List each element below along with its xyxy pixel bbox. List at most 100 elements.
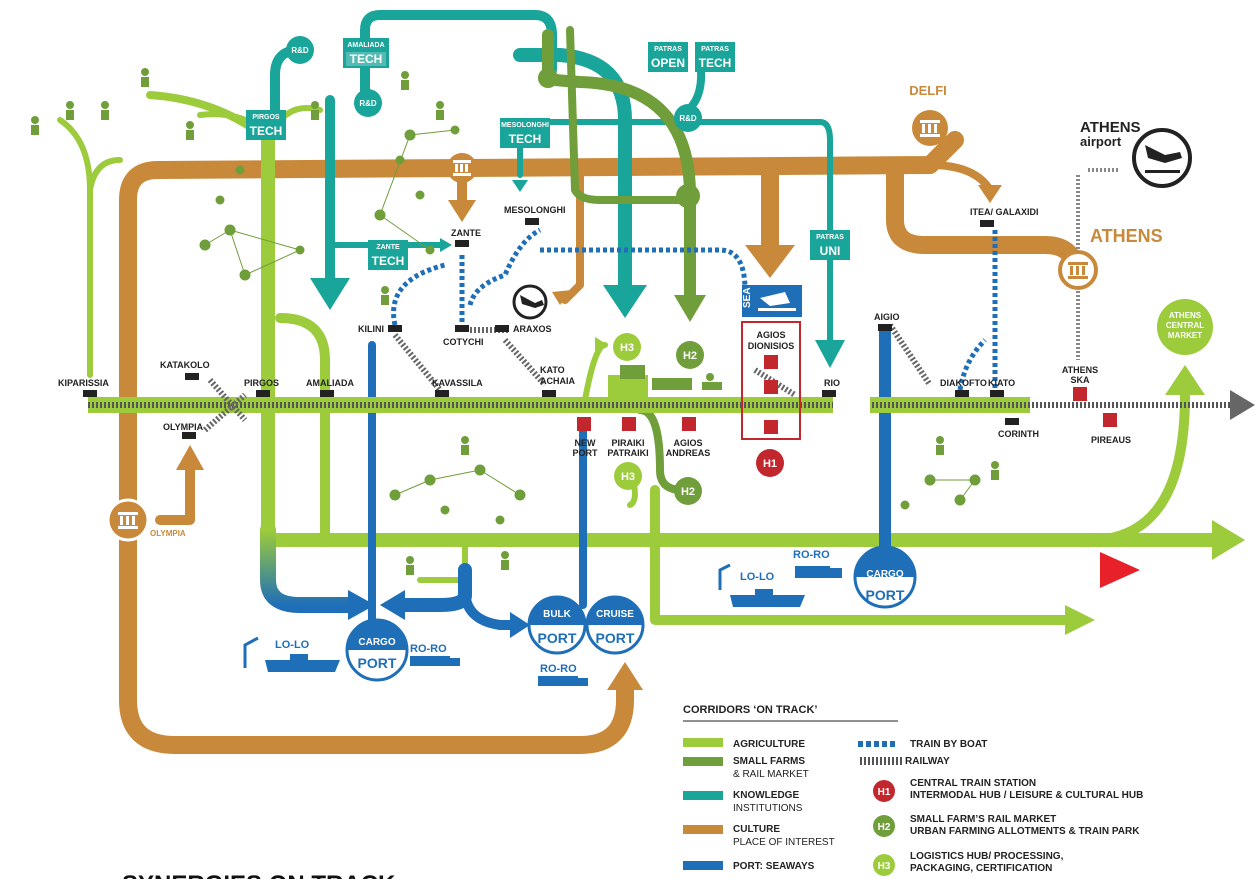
- svg-text:CENTRAL: CENTRAL: [1166, 321, 1204, 330]
- railway: [88, 168, 1255, 433]
- farmer-icon: [436, 101, 444, 120]
- svg-text:RO-RO: RO-RO: [410, 643, 447, 655]
- ship-icon: [265, 589, 805, 672]
- svg-text:R&D: R&D: [291, 46, 309, 55]
- svg-text:CARGO: CARGO: [866, 569, 903, 580]
- farmer-icon: [401, 71, 409, 90]
- svg-text:AGRICULTURE: AGRICULTURE: [733, 739, 805, 750]
- mesolonghi-tech-tag: [500, 118, 550, 148]
- museum-icon: [1058, 250, 1098, 290]
- station-cotychi: COTYCHI: [443, 337, 484, 347]
- farmer-icon: [141, 68, 149, 87]
- svg-text:ATHENS: ATHENS: [1080, 119, 1141, 136]
- station-agios-andreas-1: AGIOS: [673, 438, 702, 448]
- museum-icon: [447, 153, 477, 183]
- svg-text:PATRAS: PATRAS: [816, 234, 844, 241]
- station-new-port-1: NEW: [575, 438, 597, 448]
- node-dot: [676, 184, 700, 208]
- svg-text:CULTURE: CULTURE: [733, 824, 780, 835]
- svg-text:PACKAGING, CERTIFICATION: PACKAGING, CERTIFICATION: [910, 863, 1052, 874]
- airport-icon: [1132, 128, 1192, 188]
- farmer-icon: [406, 556, 414, 575]
- agriculture-arrowheads: [595, 337, 1245, 635]
- station-athens-ska-2: SKA: [1070, 375, 1090, 385]
- svg-text:BULK: BULK: [543, 609, 572, 620]
- knowledge-arrowheads: [310, 180, 845, 368]
- port-markers: [577, 355, 1117, 434]
- farmer-icon: [702, 373, 722, 390]
- seaways-arrowheads: [348, 590, 530, 638]
- farmer-icon: [66, 101, 74, 120]
- h1-badge: [756, 449, 784, 477]
- svg-text:R&D: R&D: [359, 99, 377, 108]
- page-title: SYNERGIES ON TRACK: [122, 871, 396, 879]
- svg-text:PLACE OF INTEREST: PLACE OF INTEREST: [733, 837, 835, 848]
- place-delfi: DELFI: [909, 83, 947, 98]
- svg-text:H3: H3: [878, 861, 891, 872]
- airport-icon: [758, 292, 796, 311]
- bulk-port: BULK PORT: [527, 595, 587, 655]
- svg-text:OPEN: OPEN: [651, 56, 685, 70]
- station-rio: RIO: [824, 378, 840, 388]
- culture-places: DELFI ATHENS OLYMPIA: [106, 83, 1163, 542]
- museum-icon: [106, 498, 150, 542]
- svg-text:RAILWAY: RAILWAY: [905, 756, 950, 767]
- svg-text:RO-RO: RO-RO: [793, 549, 830, 561]
- cargo-port-aigio: CARGO PORT: [853, 545, 917, 609]
- svg-text:SMALL FARM’S RAIL MARKET: SMALL FARM’S RAIL MARKET: [910, 814, 1056, 825]
- station-piraiki-2: PATRAIKI: [607, 448, 648, 458]
- svg-text:RO-RO: RO-RO: [540, 663, 577, 675]
- svg-text:& RAIL MARKET: & RAIL MARKET: [733, 769, 809, 780]
- hub-badges: H3 H2 H3 H2 H1: [613, 333, 784, 505]
- svg-text:R&D: R&D: [679, 114, 697, 123]
- station-markers: [83, 218, 1019, 439]
- train-by-boat-lines: [391, 227, 998, 391]
- farm-network: [199, 125, 981, 525]
- station-agios-dionisios-1: AGIOS: [756, 330, 785, 340]
- svg-text:MESOLONGHI: MESOLONGHI: [501, 122, 549, 129]
- svg-text:CARGO: CARGO: [358, 637, 395, 648]
- h3-badge: [613, 333, 641, 361]
- museum-icon: [912, 110, 948, 146]
- sea-ferry-badge: SEA: [742, 285, 802, 317]
- svg-text:INTERMODAL HUB / LEISURE & CUL: INTERMODAL HUB / LEISURE & CULTURAL HUB: [910, 790, 1143, 801]
- svg-text:H3: H3: [620, 342, 634, 354]
- svg-text:H1: H1: [763, 458, 777, 470]
- station-mesolonghi: MESOLONGHI: [504, 205, 566, 215]
- svg-text:airport: airport: [1080, 134, 1122, 149]
- svg-text:H2: H2: [878, 822, 891, 833]
- station-kiparissia: KIPARISSIA: [58, 378, 109, 388]
- cruise-port: CRUISE PORT: [585, 595, 645, 655]
- svg-text:LO-LO: LO-LO: [275, 639, 310, 651]
- patras-tech-tag: [695, 42, 735, 72]
- farmer-icons: [31, 68, 999, 575]
- station-pireaus: PIREAUS: [1091, 435, 1131, 445]
- svg-text:KNOWLEDGE: KNOWLEDGE: [733, 790, 799, 801]
- h2-badge: [674, 477, 702, 505]
- rd-badge: [286, 36, 314, 64]
- station-aigio: AIGIO: [874, 312, 900, 322]
- culture-corridor: [119, 131, 1084, 754]
- station-diakofto: DIAKOFTO: [940, 378, 987, 388]
- station-araxos: ARAXOS: [513, 324, 552, 334]
- svg-text:ZANTE: ZANTE: [376, 244, 400, 251]
- svg-text:PORT: PORT: [538, 630, 577, 646]
- svg-text:H2: H2: [683, 350, 697, 362]
- patras-open-tag: [648, 42, 688, 72]
- farmer-icon: [186, 121, 194, 140]
- svg-text:TECH: TECH: [699, 56, 732, 70]
- svg-text:CENTRAL TRAIN STATION: CENTRAL TRAIN STATION: [910, 778, 1036, 789]
- farmer-icon: [311, 101, 319, 120]
- svg-text:PATRAS: PATRAS: [654, 46, 682, 53]
- farmer-icon: [31, 116, 39, 135]
- station-katakolo: KATAKOLO: [160, 360, 210, 370]
- patras-uni-tag: [810, 230, 850, 260]
- market-boxes: [608, 365, 692, 397]
- station-itea: ITEA/ GALAXIDI: [970, 207, 1039, 217]
- athens-airport: ATHENS airport: [1080, 119, 1192, 188]
- station-labels: KIPARISSIA KATAKOLO OLYMPIA PIRGOS AMALI…: [58, 205, 1131, 458]
- station-pirgos: PIRGOS: [244, 378, 279, 388]
- station-piraiki-1: PIRAIKI: [611, 438, 644, 448]
- station-corinth: CORINTH: [998, 429, 1039, 439]
- station-kilini: KILINI: [358, 324, 384, 334]
